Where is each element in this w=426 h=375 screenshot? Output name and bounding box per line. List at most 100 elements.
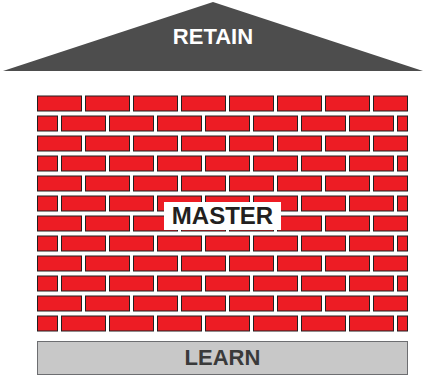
brick — [86, 256, 130, 271]
brick — [302, 156, 346, 171]
brick — [302, 196, 346, 211]
brick — [350, 116, 394, 131]
brick — [398, 316, 408, 331]
brick — [326, 296, 370, 311]
brick — [38, 116, 58, 131]
brick — [230, 296, 274, 311]
brick — [326, 256, 370, 271]
brick — [278, 296, 322, 311]
brick — [398, 236, 408, 251]
brick — [110, 316, 154, 331]
roof-triangle — [3, 2, 423, 71]
brick — [254, 116, 298, 131]
brick — [86, 296, 130, 311]
brick — [254, 236, 298, 251]
brick — [278, 176, 322, 191]
brick — [398, 276, 408, 291]
brick — [38, 236, 58, 251]
brick — [326, 136, 370, 151]
brick — [374, 96, 408, 111]
brick — [86, 176, 130, 191]
brick — [62, 236, 106, 251]
brick — [134, 296, 178, 311]
wall-node: MASTER — [37, 95, 408, 337]
brick — [110, 116, 154, 131]
brick — [158, 116, 202, 131]
brick — [302, 116, 346, 131]
brick — [38, 156, 58, 171]
brick — [278, 216, 322, 231]
brick — [302, 316, 346, 331]
foundation-band — [38, 342, 408, 375]
brick — [182, 256, 226, 271]
brick — [158, 316, 202, 331]
brick — [158, 156, 202, 171]
brick — [62, 316, 106, 331]
brick — [62, 116, 106, 131]
brick — [110, 276, 154, 291]
brick — [278, 96, 322, 111]
brick — [326, 216, 370, 231]
brick — [206, 316, 250, 331]
brick — [86, 96, 130, 111]
brick — [182, 176, 226, 191]
brick — [302, 236, 346, 251]
brick — [278, 136, 322, 151]
brick — [350, 316, 394, 331]
brick — [86, 216, 130, 231]
brick — [302, 276, 346, 291]
brick — [230, 176, 274, 191]
foundation-node: LEARN — [37, 341, 408, 375]
roof-node: RETAIN — [3, 2, 423, 71]
brick — [206, 156, 250, 171]
brick — [62, 276, 106, 291]
brick — [350, 276, 394, 291]
brick — [38, 136, 82, 151]
brick — [278, 256, 322, 271]
brick — [254, 276, 298, 291]
brick — [254, 156, 298, 171]
brick — [374, 136, 408, 151]
brick — [38, 96, 82, 111]
brick — [350, 156, 394, 171]
brick — [110, 196, 154, 211]
brick — [134, 136, 178, 151]
brick — [38, 176, 82, 191]
brick — [182, 96, 226, 111]
brick — [326, 176, 370, 191]
brick — [182, 136, 226, 151]
brick — [38, 276, 58, 291]
brick — [110, 156, 154, 171]
brick — [62, 156, 106, 171]
brick — [62, 196, 106, 211]
brick — [38, 216, 82, 231]
brick — [326, 96, 370, 111]
roof-label: RETAIN — [173, 25, 253, 49]
brick — [230, 256, 274, 271]
brick — [38, 196, 58, 211]
brick — [206, 276, 250, 291]
brick — [398, 116, 408, 131]
brick — [110, 236, 154, 251]
brick-group — [38, 96, 408, 331]
brick — [374, 256, 408, 271]
brick — [134, 256, 178, 271]
brick — [374, 216, 408, 231]
brick — [230, 96, 274, 111]
brick — [254, 316, 298, 331]
brick — [134, 96, 178, 111]
brick — [350, 196, 394, 211]
brick — [374, 176, 408, 191]
brick — [350, 236, 394, 251]
brick — [230, 136, 274, 151]
brick — [374, 296, 408, 311]
brick — [398, 156, 408, 171]
brick — [158, 236, 202, 251]
brick — [158, 276, 202, 291]
brick — [206, 236, 250, 251]
foundation-label: LEARN — [185, 346, 261, 370]
brick — [86, 136, 130, 151]
brick — [398, 196, 408, 211]
brick — [182, 296, 226, 311]
